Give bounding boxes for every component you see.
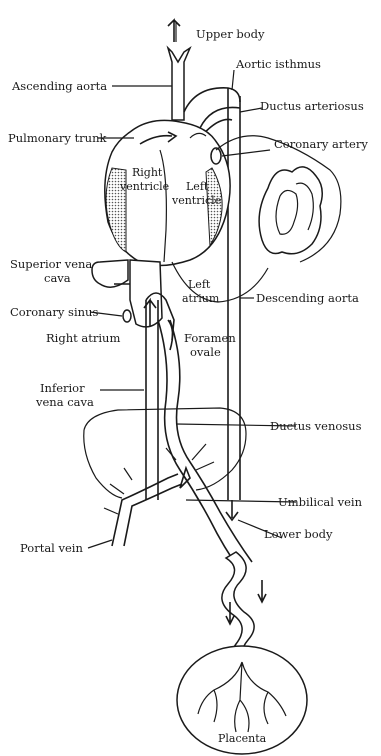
- label-coronary-artery: Coronary artery: [274, 137, 368, 151]
- label-superior-vena-cava-line2: cava: [44, 271, 71, 285]
- label-ascending-aorta: Ascending aorta: [11, 79, 107, 93]
- label-descending-aorta: Descending aorta: [256, 291, 359, 305]
- portal-vein-vessel: [104, 468, 182, 546]
- label-inferior-vena-cava-line1: Inferior: [40, 381, 85, 395]
- label-superior-vena-cava-line1: Superior vena: [10, 257, 92, 271]
- label-left-atrium-line1: Left: [188, 278, 211, 291]
- label-left-ventricle-line1: Left: [186, 180, 209, 193]
- coronary-sinus-marker: [123, 310, 131, 322]
- label-portal-vein: Portal vein: [20, 541, 83, 555]
- label-foramen-ovale-line2: ovale: [190, 345, 221, 359]
- label-lower-body: Lower body: [264, 527, 333, 541]
- label-coronary-sinus: Coronary sinus: [10, 305, 98, 319]
- label-pulmonary-trunk: Pulmonary trunk: [8, 131, 107, 145]
- lungs: [259, 167, 322, 254]
- label-placenta: Placenta: [218, 732, 267, 745]
- label-inferior-vena-cava-line2: vena cava: [35, 395, 94, 409]
- label-ductus-arteriosus: Ductus arteriosus: [260, 99, 364, 113]
- label-left-ventricle-line2: ventricle: [171, 194, 221, 207]
- label-aortic-isthmus: Aortic isthmus: [235, 57, 321, 71]
- label-upper-body: Upper body: [196, 27, 265, 41]
- label-right-atrium: Right atrium: [46, 331, 120, 345]
- junction-arrows: [166, 444, 214, 488]
- lower-body-arrow: [226, 500, 238, 520]
- label-umbilical-vein: Umbilical vein: [278, 495, 363, 509]
- label-right-ventricle-line1: Right: [132, 166, 163, 179]
- label-foramen-ovale-line1: Foramen: [184, 331, 236, 345]
- label-right-ventricle-line2: ventricle: [119, 180, 169, 193]
- label-ductus-venosus: Ductus venosus: [270, 419, 362, 433]
- label-left-atrium-line2: atrium: [182, 292, 220, 305]
- upper-body-arrow: [168, 20, 180, 42]
